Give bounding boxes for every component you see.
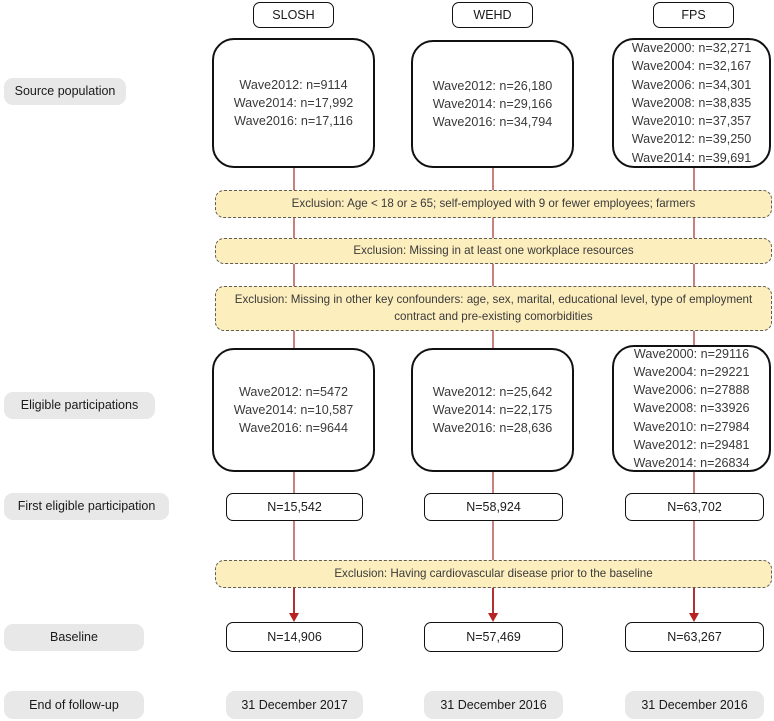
cohort-header-slosh-label: SLOSH (272, 8, 315, 22)
connector-col3-source-to-excl1 (693, 167, 695, 191)
connector-col2-excl4-to-baseline (492, 588, 494, 616)
row-label-end-of-follow-up-text: End of follow-up (29, 697, 119, 712)
row-label-baseline: Baseline (4, 624, 144, 651)
cohort-header-fps[interactable]: FPS (653, 2, 734, 28)
row-label-first-eligible-participation: First eligible participation (4, 493, 169, 520)
cohort-header-wehd-label: WEHD (473, 8, 512, 22)
eligible-box-slosh: Wave2012: n=5472 Wave2014: n=10,587 Wave… (212, 348, 375, 472)
exclusion-box-2: Exclusion: Missing in at least one workp… (215, 238, 772, 264)
connector-col2-excl3-to-eligible (492, 330, 494, 348)
first-eligible-box-slosh: N=15,542 (226, 493, 363, 521)
cohort-header-fps-label: FPS (681, 8, 706, 22)
baseline-box-fps: N=63,267 (625, 622, 764, 652)
exclusion-box-1-text: Exclusion: Age < 18 or ≥ 65; self-employ… (291, 196, 696, 210)
exclusion-box-3-text: Exclusion: Missing in other key confound… (234, 292, 753, 323)
eligible-box-fps: Wave2000: n=29116 Wave2004: n=29221 Wave… (612, 345, 771, 472)
baseline-box-wehd: N=57,469 (424, 622, 563, 652)
baseline-box-slosh: N=14,906 (226, 622, 363, 652)
row-label-baseline-text: Baseline (50, 630, 98, 645)
row-label-eligible-participations: Eligible participations (4, 392, 155, 419)
connector-col1-excl1-to-excl2 (293, 217, 295, 239)
connector-col2-source-to-excl1 (492, 167, 494, 191)
connector-col3-excl4-to-baseline (693, 588, 695, 616)
connector-col1-n-to-excl4 (293, 520, 295, 560)
cohort-header-slosh[interactable]: SLOSH (253, 2, 334, 28)
connector-col1-excl2-to-excl3 (293, 263, 295, 287)
row-label-source-population-text: Source population (14, 84, 116, 99)
baseline-slosh-text: N=14,906 (267, 630, 322, 644)
connector-col3-excl2-to-excl3 (693, 263, 695, 287)
connector-col3-eligible-to-n (693, 471, 695, 495)
follow-up-date-fps-text: 31 December 2016 (641, 697, 748, 712)
source-population-wehd-text: Wave2012: n=26,180 Wave2014: n=29,166 Wa… (432, 78, 553, 130)
exclusion-box-3: Exclusion: Missing in other key confound… (215, 286, 772, 331)
first-eligible-slosh-text: N=15,542 (267, 500, 322, 514)
source-population-fps-text: Wave2000: n=32,271 Wave2004: n=32,167 Wa… (631, 41, 752, 165)
row-label-end-of-follow-up: End of follow-up (4, 691, 144, 719)
exclusion-box-4: Exclusion: Having cardiovascular disease… (215, 560, 772, 588)
connector-col3-n-to-excl4 (693, 520, 695, 560)
follow-up-date-fps: 31 December 2016 (625, 691, 764, 719)
connector-col2-excl1-to-excl2 (492, 217, 494, 239)
source-population-box-fps: Wave2000: n=32,271 Wave2004: n=32,167 Wa… (612, 38, 771, 168)
connector-col3-excl1-to-excl2 (693, 217, 695, 239)
connector-col2-n-to-excl4 (492, 520, 494, 560)
connector-col1-excl4-to-baseline (293, 588, 295, 616)
baseline-wehd-text: N=57,469 (466, 630, 521, 644)
eligible-fps-text: Wave2000: n=29116 Wave2004: n=29221 Wave… (633, 346, 750, 471)
row-label-source-population: Source population (4, 78, 126, 105)
source-population-box-wehd: Wave2012: n=26,180 Wave2014: n=29,166 Wa… (411, 40, 574, 168)
row-label-eligible-participations-text: Eligible participations (20, 398, 139, 413)
connector-col2-excl2-to-excl3 (492, 263, 494, 287)
follow-up-date-slosh: 31 December 2017 (226, 691, 363, 719)
arrowhead-col2 (488, 613, 498, 622)
source-population-box-slosh: Wave2012: n=9114 Wave2014: n=17,992 Wave… (212, 38, 375, 168)
first-eligible-fps-text: N=63,702 (667, 500, 722, 514)
arrowhead-col3 (689, 613, 699, 622)
source-population-slosh-text: Wave2012: n=9114 Wave2014: n=17,992 Wave… (233, 77, 354, 129)
connector-col3-excl3-to-eligible (693, 330, 695, 348)
exclusion-box-4-text: Exclusion: Having cardiovascular disease… (334, 566, 653, 580)
connector-col1-excl3-to-eligible (293, 330, 295, 348)
first-eligible-box-wehd: N=58,924 (424, 493, 563, 521)
first-eligible-box-fps: N=63,702 (625, 493, 764, 521)
connector-col1-source-to-excl1 (293, 167, 295, 191)
exclusion-box-2-text: Exclusion: Missing in at least one workp… (353, 243, 634, 257)
follow-up-date-slosh-text: 31 December 2017 (241, 697, 348, 712)
cohort-header-wehd[interactable]: WEHD (452, 2, 533, 28)
baseline-fps-text: N=63,267 (667, 630, 722, 644)
eligible-slosh-text: Wave2012: n=5472 Wave2014: n=10,587 Wave… (233, 384, 354, 436)
connector-col1-eligible-to-n (293, 471, 295, 495)
follow-up-date-wehd: 31 December 2016 (424, 691, 563, 719)
arrowhead-col1 (289, 613, 299, 622)
eligible-wehd-text: Wave2012: n=25,642 Wave2014: n=22,175 Wa… (432, 384, 553, 436)
eligible-box-wehd: Wave2012: n=25,642 Wave2014: n=22,175 Wa… (411, 348, 574, 472)
exclusion-box-1: Exclusion: Age < 18 or ≥ 65; self-employ… (215, 190, 772, 218)
row-label-first-eligible-participation-text: First eligible participation (17, 499, 156, 514)
follow-up-date-wehd-text: 31 December 2016 (440, 697, 547, 712)
connector-col2-eligible-to-n (492, 471, 494, 495)
first-eligible-wehd-text: N=58,924 (466, 500, 521, 514)
